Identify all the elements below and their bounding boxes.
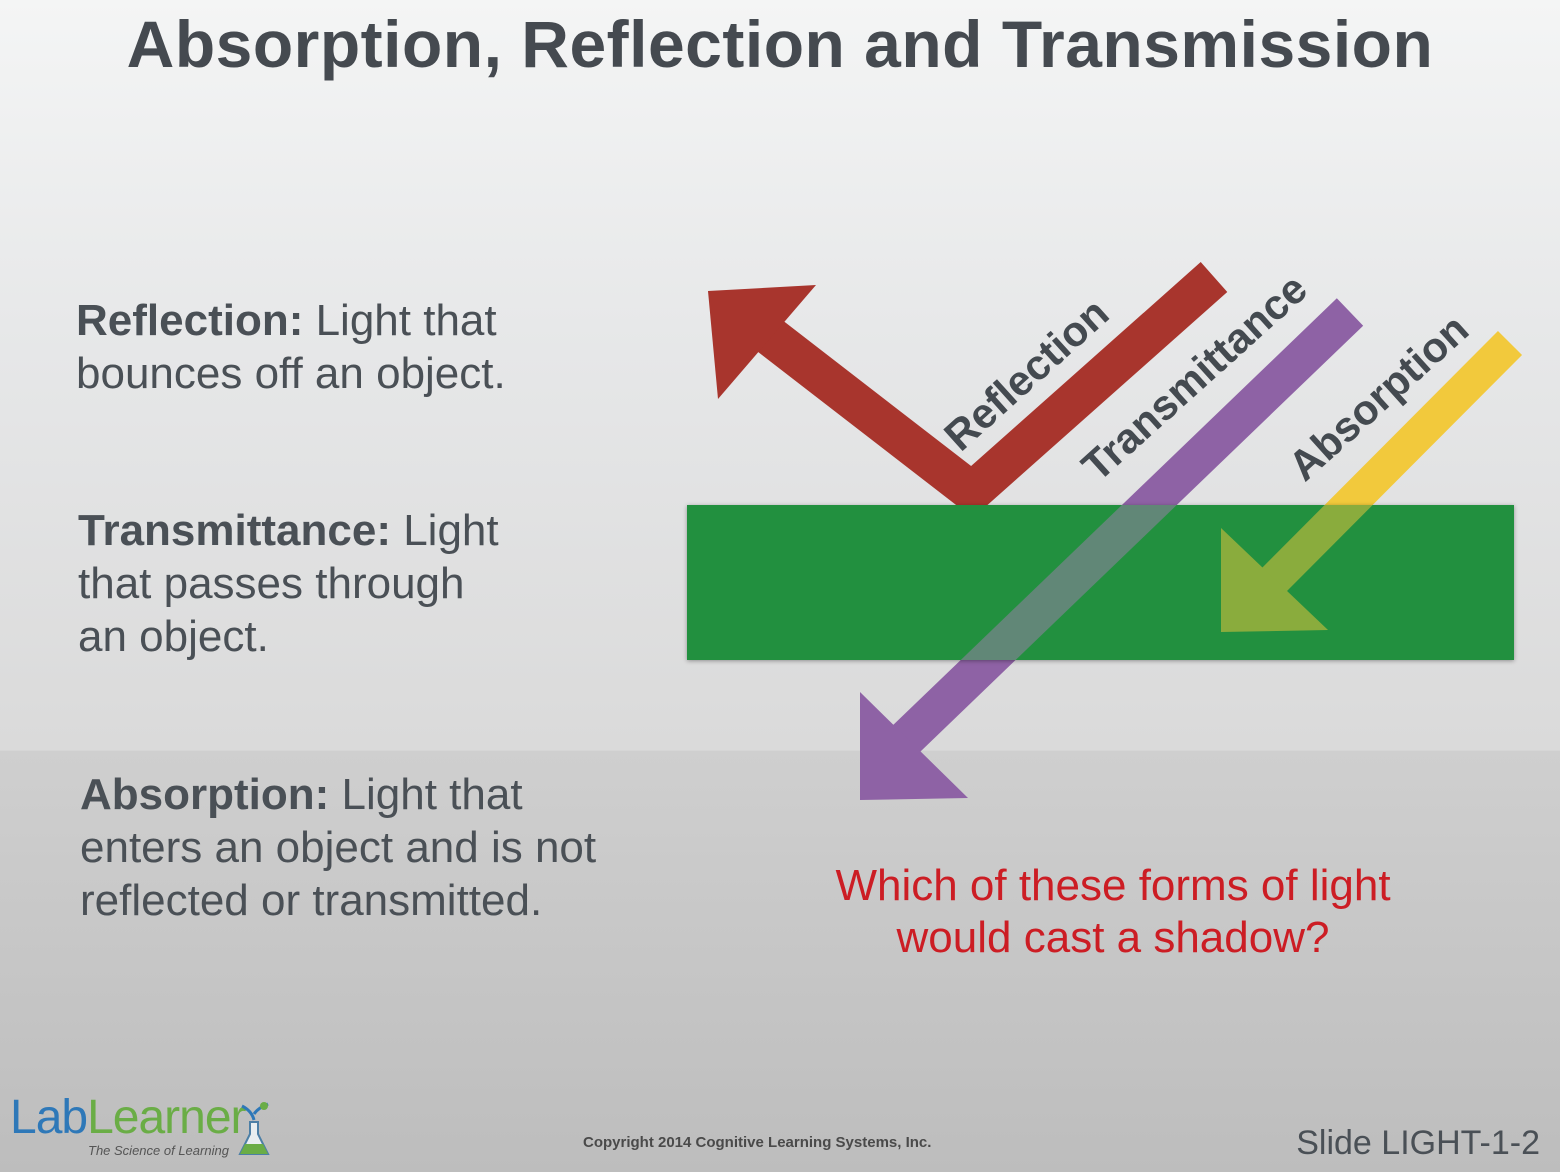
reflection-arrow bbox=[708, 262, 1228, 518]
definition-text: that passes through bbox=[78, 559, 465, 608]
slide-title: Absorption, Reflection and Transmission bbox=[126, 7, 1434, 81]
arrows-through-object bbox=[960, 505, 1373, 660]
definition-text: an object. bbox=[78, 612, 269, 661]
logo-lab: Lab bbox=[10, 1091, 88, 1144]
definition-text: enters an object and is not bbox=[80, 823, 597, 872]
definition-text: reflected or transmitted. bbox=[80, 876, 543, 925]
definition-reflection: Reflection: Light that bounces off an ob… bbox=[76, 294, 506, 400]
flask-icon bbox=[238, 1102, 270, 1155]
question-line: Which of these forms of light bbox=[835, 861, 1391, 910]
question-line: would cast a shadow? bbox=[896, 913, 1330, 962]
definition-text: Light that bbox=[329, 770, 523, 819]
copyright-text: Copyright 2014 Cognitive Learning System… bbox=[583, 1134, 932, 1151]
question-text: Which of these forms of light would cast… bbox=[780, 860, 1446, 964]
term-reflection: Reflection: bbox=[76, 296, 304, 345]
definition-text: bounces off an object. bbox=[76, 349, 506, 398]
definition-absorption: Absorption: Light that enters an object … bbox=[80, 768, 596, 927]
definition-text: Light bbox=[390, 506, 499, 555]
term-absorption: Absorption: bbox=[80, 770, 330, 819]
definition-transmittance: Transmittance: Light that passes through… bbox=[78, 504, 499, 663]
logo-learner: Learner bbox=[87, 1091, 246, 1144]
slide-number: Slide LIGHT-1-2 bbox=[1296, 1124, 1540, 1162]
definition-text: Light that bbox=[303, 296, 497, 345]
term-transmittance: Transmittance: bbox=[78, 506, 391, 555]
logo-tagline: The Science of Learning bbox=[88, 1143, 229, 1158]
lablearner-logo: LabLearner The Science of Learning bbox=[10, 1094, 272, 1166]
